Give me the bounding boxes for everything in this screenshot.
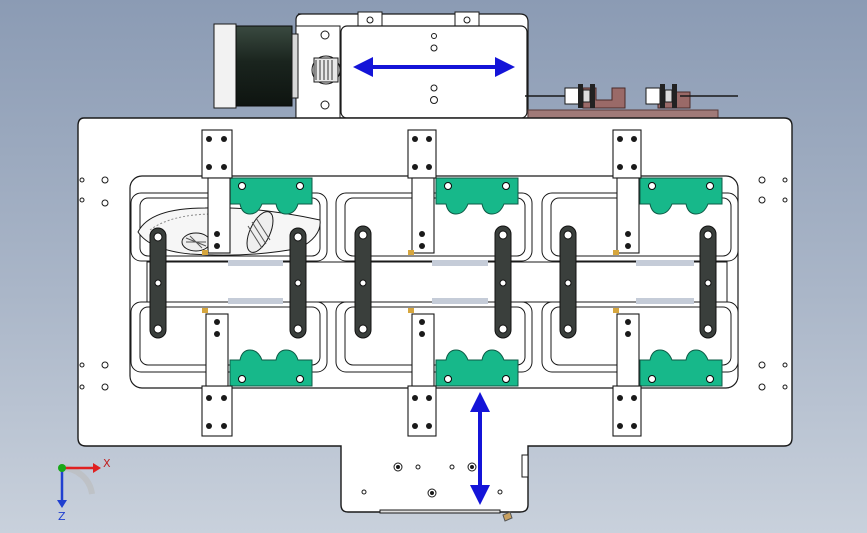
recess-bars [228, 260, 694, 304]
z-axis-label: Z [58, 510, 66, 523]
arm-pins [202, 250, 619, 313]
sensor-assembly[interactable] [525, 84, 738, 121]
mounting-holes [79, 176, 788, 498]
clamp-jaws[interactable] [229, 177, 723, 387]
jaw-screws [238, 182, 714, 383]
axis-triad: X Z [57, 457, 111, 523]
x-axis-label: X [103, 457, 111, 470]
arm-screws [206, 136, 637, 429]
link-pins [153, 230, 713, 334]
